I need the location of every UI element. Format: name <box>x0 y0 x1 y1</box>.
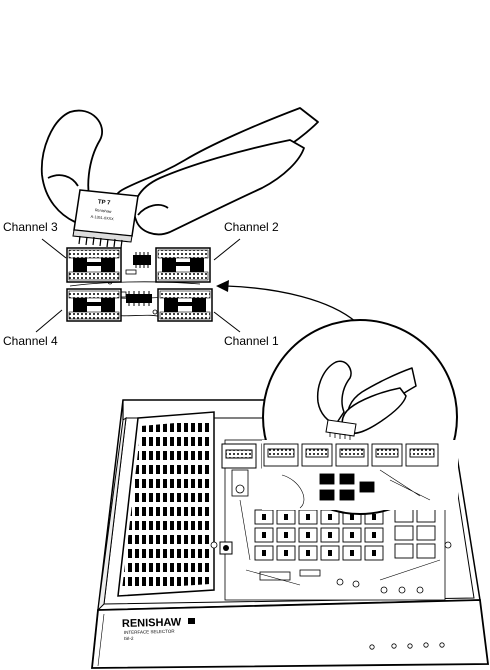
ic-socket-middle <box>126 291 152 306</box>
led-indicator <box>369 644 375 650</box>
unit-model: ISI-2 <box>124 636 134 641</box>
led-indicator <box>391 643 397 649</box>
leader-channel-2 <box>213 238 241 261</box>
led-indicator <box>423 642 429 648</box>
arrowhead-icon <box>216 280 229 292</box>
connector-channel-4 <box>66 288 122 322</box>
label-channel-4: Channel 4 <box>3 334 58 348</box>
leader-channel-4 <box>35 309 63 333</box>
chip-label-line2: Renishaw <box>95 208 112 214</box>
unit-subtitle: INTERFACE SELECTOR <box>124 629 176 635</box>
relay-grid <box>254 507 436 561</box>
led-indicator <box>407 643 413 649</box>
brand-logo-icon <box>188 618 195 624</box>
connector-board <box>66 247 213 322</box>
magnified-detail <box>262 319 458 515</box>
pcb-components <box>210 469 452 594</box>
label-channel-1: Channel 1 <box>224 334 279 348</box>
connector-channel-2 <box>155 247 211 283</box>
relay-grid-marks <box>262 514 376 556</box>
label-channel-3: Channel 3 <box>3 220 58 234</box>
chip-label-line1: TP 7 <box>98 199 112 206</box>
channel-labels: Channel 3 Channel 2 Channel 4 Channel 1 <box>3 220 279 348</box>
chip-label-line3: A-1351-0XXX <box>90 215 114 221</box>
connector-channel-3 <box>66 247 122 283</box>
leader-channel-3 <box>41 238 67 259</box>
slotted-cover <box>117 411 233 597</box>
brand-label: RENISHAW <box>122 616 182 630</box>
connector-channel-1 <box>157 288 213 322</box>
fingers-holding-chip <box>40 107 319 236</box>
led-indicator <box>439 642 445 648</box>
label-channel-2: Channel 2 <box>224 220 279 234</box>
front-panel: RENISHAW INTERFACE SELECTOR ISI-2 <box>91 599 490 669</box>
ic-socket-top <box>133 252 151 268</box>
dip-switch-chip: TP 7 Renishaw A-1351-0XXX <box>72 189 139 249</box>
indicator-arrow <box>216 280 357 323</box>
leader-channel-1 <box>213 311 241 333</box>
